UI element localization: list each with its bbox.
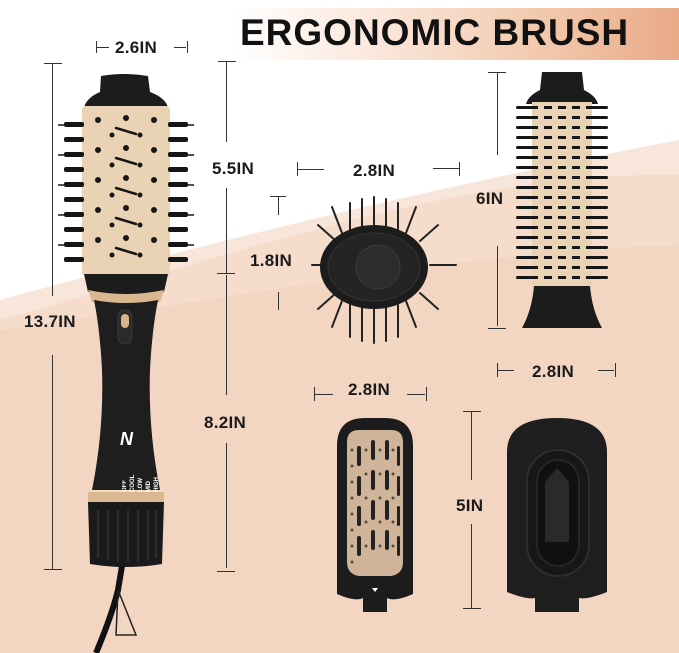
dim-line xyxy=(278,292,279,310)
dim-tick xyxy=(463,411,481,412)
dim-line xyxy=(407,394,425,395)
dim-tick xyxy=(96,41,97,53)
dim-tick xyxy=(314,387,315,401)
dim-tick xyxy=(217,273,235,274)
top-view-height-label: 1.8IN xyxy=(250,251,293,270)
dim-line xyxy=(97,47,109,48)
dim-line xyxy=(298,169,324,170)
main-brush-length-label: 13.7IN xyxy=(24,312,76,331)
dim-line xyxy=(497,73,498,155)
setting-high: HIGH xyxy=(154,477,160,492)
dim-line xyxy=(52,64,53,296)
dim-line xyxy=(226,188,227,274)
dim-tick xyxy=(615,363,616,377)
dim-line xyxy=(226,62,227,142)
title-banner xyxy=(232,8,679,60)
setting-mid: MID xyxy=(146,481,152,492)
page-title: ERGONOMIC BRUSH xyxy=(240,12,630,53)
dim-tick xyxy=(187,41,188,53)
dim-tick xyxy=(44,63,62,64)
dim-line xyxy=(174,47,186,48)
dim-line xyxy=(498,370,514,371)
dim-tick xyxy=(218,61,236,62)
round-brush-length-label: 6IN xyxy=(476,189,504,208)
round-brush-width-label: 2.8IN xyxy=(532,362,575,381)
brand-logo: N xyxy=(120,429,134,449)
setting-low: LOW xyxy=(138,478,144,492)
dim-line xyxy=(598,370,614,371)
dim-tick xyxy=(488,72,506,73)
dim-tick xyxy=(217,571,235,572)
paddle-brush-attachment-image xyxy=(337,418,413,612)
dim-line xyxy=(497,246,498,326)
dim-line xyxy=(278,197,279,215)
dim-line xyxy=(315,394,333,395)
attachment-top-view-image xyxy=(311,196,457,344)
round-brush-attachment-image xyxy=(516,72,608,328)
dim-tick xyxy=(497,363,498,377)
setting-off: OFF xyxy=(122,480,128,492)
dim-tick xyxy=(44,569,62,570)
dim-tick xyxy=(297,162,298,176)
dim-line xyxy=(226,275,227,395)
switch-settings: HIGH MID LOW COOL OFF xyxy=(108,474,160,492)
brush-head-length-label: 5.5IN xyxy=(212,159,255,178)
dim-tick xyxy=(463,608,481,609)
paddle-brush-width-label: 2.8IN xyxy=(348,380,391,399)
handle-length-label: 8.2IN xyxy=(204,413,247,432)
dim-line xyxy=(226,443,227,568)
dim-tick xyxy=(488,328,506,329)
dim-tick xyxy=(426,387,427,401)
dim-tick xyxy=(270,196,286,197)
paddle-brush-height-label: 5IN xyxy=(456,496,484,515)
dim-tick xyxy=(459,162,460,176)
dim-line xyxy=(471,412,472,480)
hot-air-brush-image: N xyxy=(58,74,194,653)
dim-line xyxy=(471,524,472,608)
dim-line xyxy=(52,355,53,569)
concentrator-attachment-image xyxy=(507,418,607,612)
top-view-width-label: 2.8IN xyxy=(353,161,396,180)
main-brush-width-label: 2.6IN xyxy=(115,38,158,57)
setting-cool: COOL xyxy=(130,474,136,492)
dim-line xyxy=(433,168,459,169)
